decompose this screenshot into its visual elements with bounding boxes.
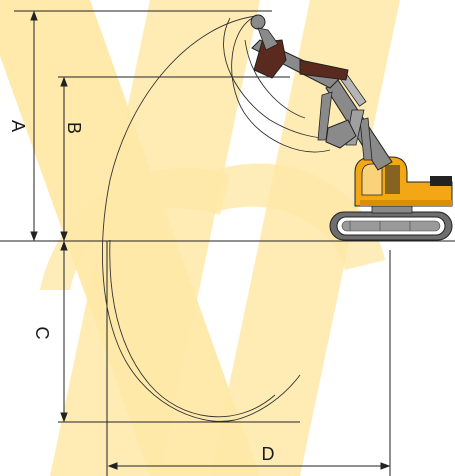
upper-curve-3	[244, 39, 306, 119]
dimension-d	[106, 241, 391, 476]
outer-reach-curve	[101, 15, 301, 422]
dimension-c	[58, 240, 300, 423]
excavator-icon	[250, 14, 453, 241]
cab-and-body	[354, 156, 453, 207]
dimension-a-label: A	[8, 120, 28, 132]
dimension-c-label: C	[32, 327, 52, 340]
bucket	[250, 14, 357, 149]
track-assembly	[329, 204, 453, 241]
dimension-b	[58, 76, 290, 242]
dimension-a	[14, 10, 272, 242]
dimension-b-label: B	[64, 122, 84, 134]
inner-reach-curve	[109, 239, 276, 418]
dimension-d-label: D	[262, 444, 275, 464]
upper-curve-1	[231, 15, 331, 153]
upper-curve-2	[223, 17, 341, 139]
working-range-envelope	[101, 15, 341, 422]
